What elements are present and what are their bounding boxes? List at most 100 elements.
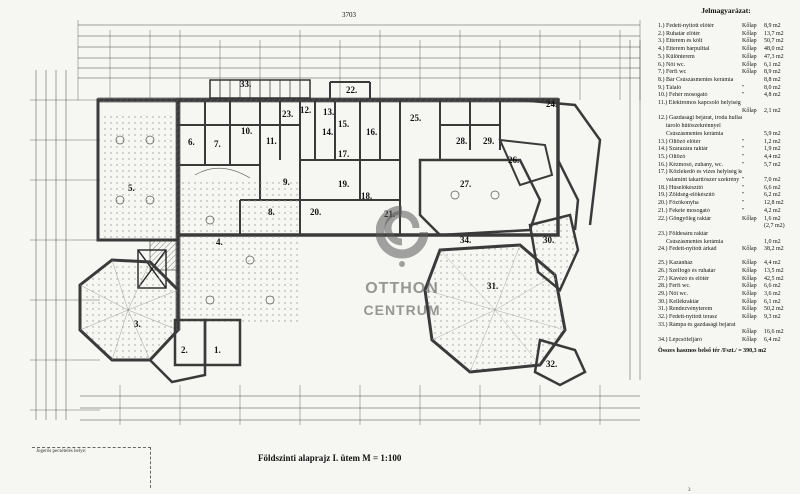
legend-item-area: 5,9 m2	[764, 130, 781, 137]
room-label-34: 34.	[460, 235, 472, 245]
legend-item-name: 1.) Fedett-nyitott előtér	[658, 23, 714, 29]
legend-item-name: 23.) Földesáru raktár	[658, 230, 709, 237]
legend-item-material: "	[742, 207, 745, 214]
legend-item: 15.) Öltöző"4,4 m2	[658, 154, 794, 162]
legend-item-material: "	[742, 192, 745, 199]
legend-item-area: 8,9 m2	[764, 23, 781, 29]
legend-item-material: Kőlap	[742, 46, 757, 53]
legend-item-area	[764, 123, 794, 131]
legend-item-name: 22.) Göngyöleg raktár	[658, 215, 712, 222]
legend-item-area: 6,6 m2	[764, 184, 781, 191]
legend-item-area	[764, 322, 794, 330]
legend-item-material: Kőlap	[742, 38, 757, 45]
legend-item: 1.) Fedett-nyitott előtér Kőlap 8,9 m2	[658, 23, 794, 31]
legend-item-material: Kőlap	[742, 69, 757, 76]
legend-item-area	[764, 100, 794, 108]
legend-item-material: Kőlap	[742, 30, 757, 37]
legend-item-area: 3,6 m2	[764, 290, 781, 297]
room-label-2: 2.	[181, 345, 188, 355]
legend-item-name: 26.) Szélfogó és ruhatár	[658, 267, 716, 274]
legend-item-material: Kőlap	[742, 107, 757, 114]
legend-item-name: tároló hűtőszekrénnyel	[666, 123, 721, 130]
legend-item-area: 13,5 m2	[764, 267, 784, 274]
legend-item-name: 11.) Elektromos kapcsoló helyiség	[658, 100, 741, 107]
legend-item-area: 6,4 m2	[764, 337, 781, 344]
legend-item-area: 5,7 m2	[764, 161, 781, 168]
legend-item-area: 1,2 m2	[764, 138, 781, 145]
room-label-6: 6.	[188, 137, 195, 147]
room-label-19: 19.	[338, 179, 350, 189]
legend-item-area: 4,2 m2	[764, 207, 781, 214]
legend-item-area: 2,1 m2	[764, 107, 781, 114]
entry-rooms	[149, 318, 242, 384]
legend-item-material: "	[742, 146, 745, 153]
legend-item-material	[742, 322, 764, 330]
legend-item-name: 9.) Tálaló	[658, 84, 682, 91]
legend-item-material	[742, 123, 764, 131]
legend-item-area: 42,5 m2	[764, 275, 784, 282]
legend-item-material	[742, 77, 764, 85]
legend-item-material: Kőlap	[742, 306, 757, 313]
room-label-22: 22.	[346, 85, 358, 95]
legend-item-name: 27.) Kávézó és előtér	[658, 275, 709, 282]
legend-item-material	[742, 231, 764, 239]
legend-item-name: 2.) Ruhatár előtér	[658, 30, 701, 37]
room-label-10: 10.	[241, 126, 253, 136]
legend-item-area: 12,8 m2	[764, 200, 784, 207]
room-4-floor	[180, 180, 298, 325]
legend-item: valamint takarítószer szekrény"7,0 m2	[658, 177, 794, 185]
legend-item-name	[666, 108, 742, 116]
room-label-24: 24.	[546, 99, 558, 109]
legend-item-material: Kőlap	[742, 290, 757, 297]
legend-item-material	[742, 239, 764, 247]
room-label-28: 28.	[456, 136, 468, 146]
legend-item: 18.) Húselőkészítő"6,6 m2	[658, 185, 794, 193]
bottom-mark: 3	[688, 488, 691, 493]
legend-item: Kőlap 2,1 m2	[658, 108, 794, 116]
legend-item-name: valamint takarítószer szekrény	[666, 177, 740, 184]
dimension-lines-left	[30, 70, 100, 420]
legend-item: 12.) Gazdasági bejárat, iroda hulladék-é…	[658, 115, 794, 123]
plan-title: Földszinti alaprajz I. ütem M = 1:100	[258, 453, 402, 463]
legend-item-area: 50,7 m2	[764, 38, 784, 45]
legend-item: tároló hűtőszekrénnyel	[658, 123, 794, 131]
room-label-29: 29.	[483, 136, 495, 146]
legend-item-material: "	[742, 184, 745, 191]
room-label-5: 5.	[128, 183, 135, 193]
legend-item-name	[666, 223, 742, 231]
legend-item-material: "	[742, 138, 745, 145]
watermark-text-otthon: OTTHON	[365, 280, 439, 297]
legend-item-name: 7.) Férfi wc	[658, 69, 687, 76]
legend-item-material: Kőlap	[742, 53, 757, 60]
legend-item-area: 1,9 m2	[764, 146, 781, 153]
legend-item-area: 6,2 m2	[764, 192, 781, 199]
legend-item-name	[666, 329, 742, 337]
room-label-8: 8.	[268, 207, 275, 217]
legend-item-material: Kőlap	[742, 23, 757, 29]
event-hall-31	[423, 243, 567, 374]
legend-item-name: 25.) Kazánház	[658, 260, 693, 267]
legend-item-name: 31.) Rendezvényterem	[658, 306, 713, 313]
dimension-lines-top	[77, 20, 641, 100]
legend-item-name: 33.) Rámpa és gazdasági bejárat	[658, 321, 736, 328]
legend-item-material: Kőlap	[742, 337, 757, 344]
room-label-33: 33.	[240, 79, 252, 89]
room-label-31: 31.	[487, 281, 499, 291]
legend-item: 23.) Földesáru raktár	[658, 231, 794, 239]
legend-item: 21.) Fekete mosogató"4,2 m2	[658, 208, 794, 216]
legend-item-area: 13,7 m2	[764, 30, 784, 37]
